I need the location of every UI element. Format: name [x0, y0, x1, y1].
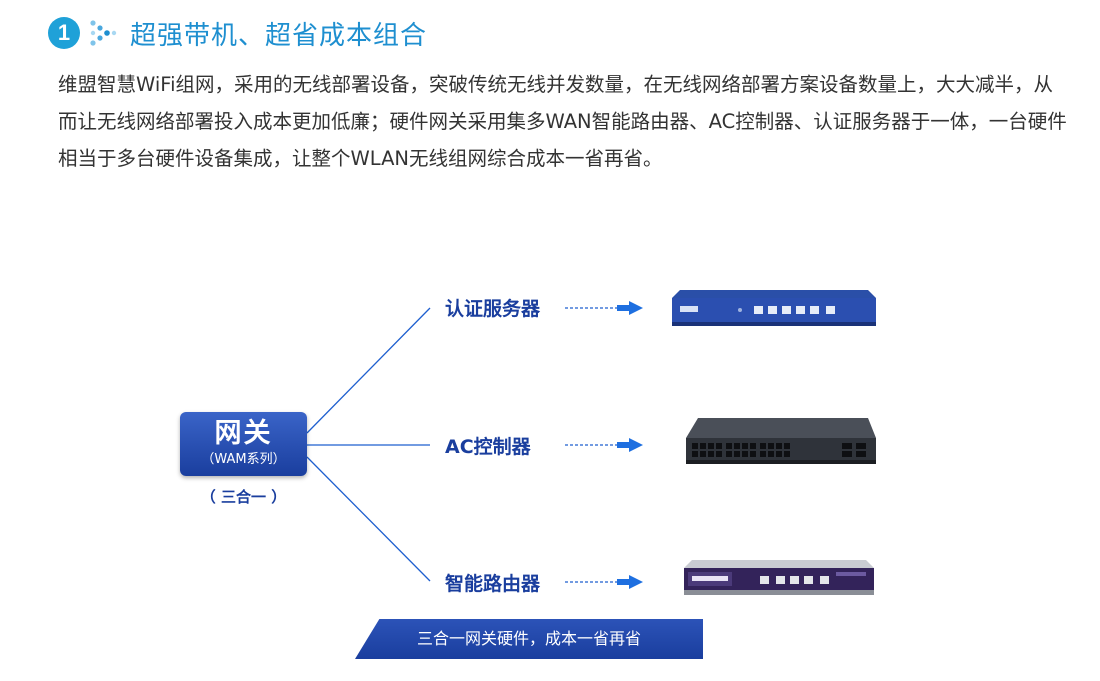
gateway-box: 网关 （WAM系列）: [180, 412, 307, 476]
gateway-subtitle: （WAM系列）: [201, 452, 286, 467]
smart-router-device: [684, 560, 874, 595]
branch-label-auth-server: 认证服务器: [445, 298, 541, 320]
intro-paragraph: 维盟智慧WiFi组网，采用的无线部署设备，突破传统无线并发数量，在无线网络部署方…: [58, 73, 1067, 170]
branch-label-smart-router: 智能路由器: [445, 573, 541, 595]
connector-lines: [306, 307, 431, 582]
connector-line-router: [306, 456, 431, 582]
dashed-arrow-icon: [565, 301, 643, 315]
section-heading: 1 超强带机、超省成本组合: [48, 14, 427, 52]
section-number-badge: 1: [48, 17, 80, 49]
gateway-diagram: 网关 （WAM系列） （ 三合一 ） 认证服务器 AC控制器: [0, 270, 1100, 681]
connector-line-auth: [306, 307, 431, 434]
gateway-title: 网关: [214, 418, 273, 449]
dashed-arrow-icon: [565, 438, 643, 452]
ac-switch-device: [686, 418, 876, 464]
bottom-banner: [355, 619, 703, 659]
bottom-banner-text: 三合一网关硬件，成本一省再省: [416, 629, 641, 648]
auth-server-device: [672, 290, 876, 326]
dots-arrow-icon: [90, 20, 117, 46]
dashed-arrow-icon: [565, 575, 643, 589]
gateway-caption: （ 三合一 ）: [200, 488, 287, 506]
section-title: 超强带机、超省成本组合: [130, 20, 428, 51]
branch-label-ac-controller: AC控制器: [445, 436, 531, 458]
